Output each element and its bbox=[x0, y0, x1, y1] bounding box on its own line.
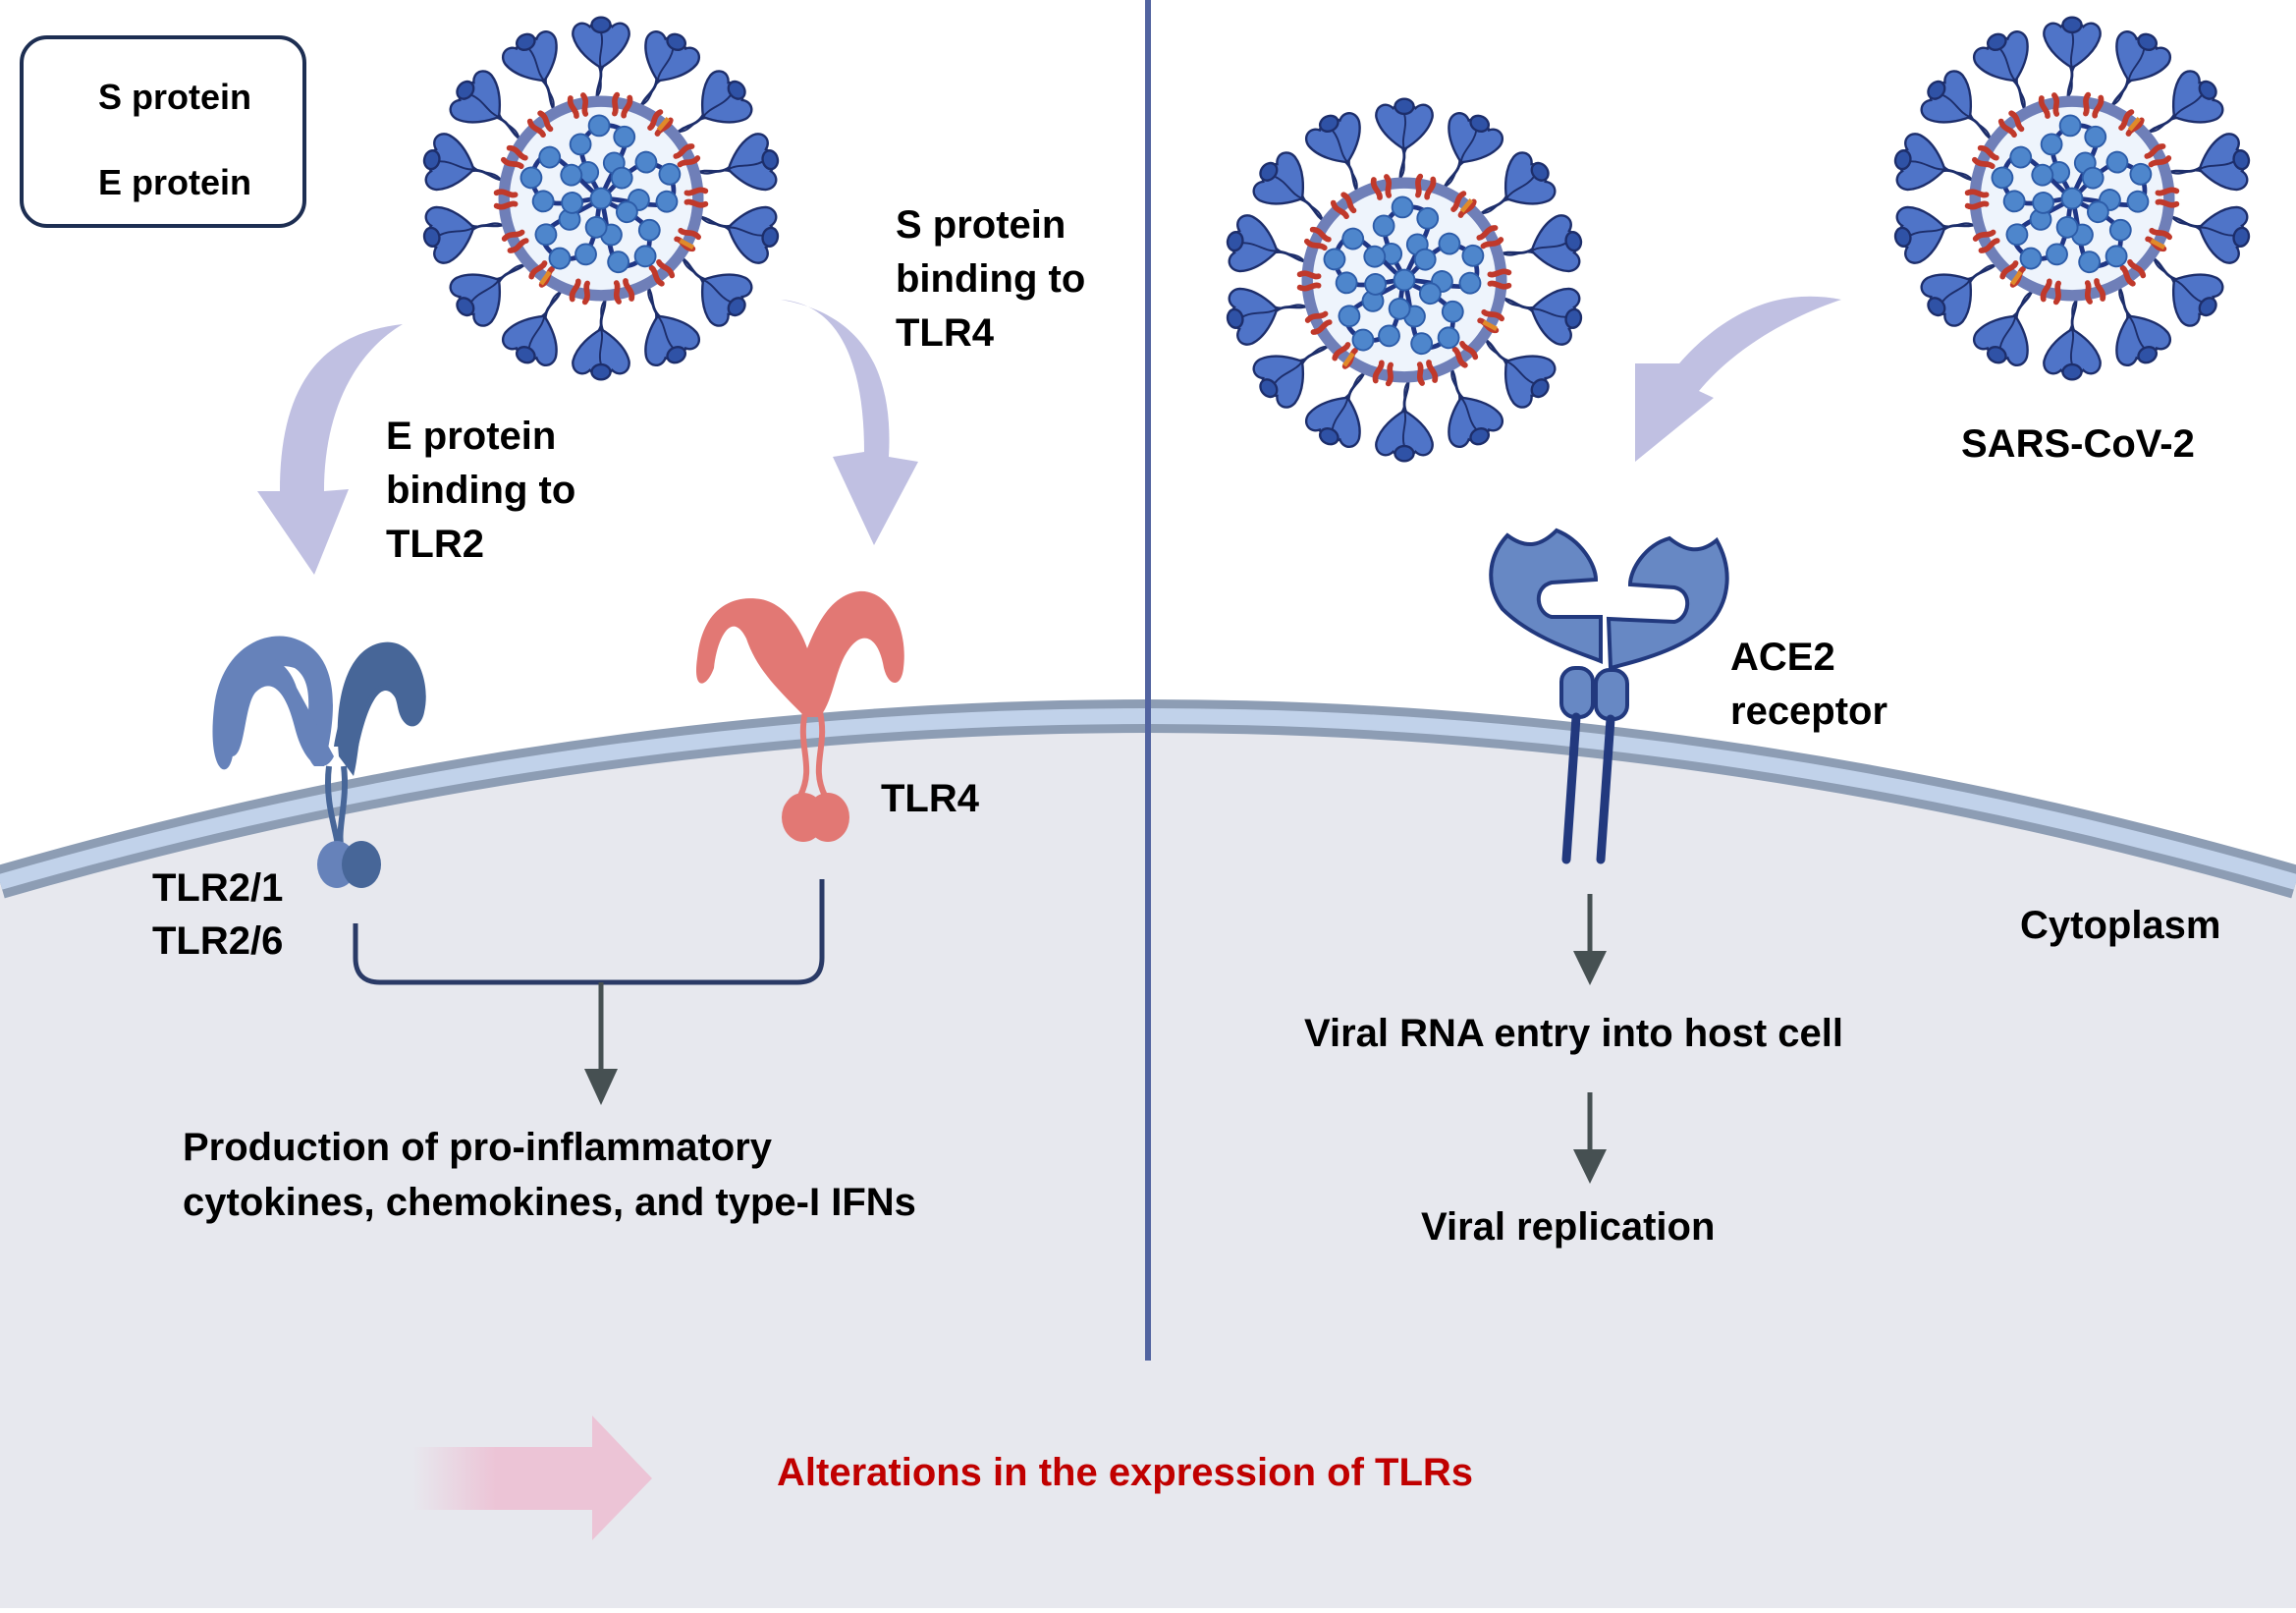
viral-rna-icon bbox=[1991, 114, 2153, 274]
spike-protein-icon bbox=[1374, 377, 1435, 463]
e-protein-icon bbox=[2040, 278, 2061, 306]
e-protein-icon bbox=[1372, 360, 1394, 387]
e-protein-icon bbox=[1304, 310, 1333, 335]
e-protein-icon bbox=[1296, 270, 1322, 292]
e-protein-binding-label: E protein binding to TLR2 bbox=[386, 415, 576, 566]
e-protein-icon bbox=[493, 189, 519, 210]
conclusion-arrow-icon bbox=[412, 1416, 652, 1540]
e-protein-icon bbox=[2084, 278, 2106, 305]
viral-entry-label: Viral RNA entry into host cell bbox=[1304, 1012, 1844, 1055]
e-protein-icon bbox=[1997, 110, 2025, 139]
ace2-receptor-label: ACE2 receptor bbox=[1730, 636, 1888, 733]
e-protein-icon bbox=[1450, 191, 1477, 218]
inflammatory-outcome-label: Production of pro-inflammatory cytokines… bbox=[183, 1126, 916, 1224]
e-protein-icon bbox=[1476, 225, 1504, 250]
s-binding-arrow-icon bbox=[781, 300, 918, 545]
sars-cov-2-virion-icon bbox=[1220, 97, 1589, 463]
e-protein-icon bbox=[526, 110, 554, 139]
tlr-expression-conclusion-label: Alterations in the expression of TLRs bbox=[777, 1451, 1474, 1494]
sars-cov-2-virion-icon bbox=[1887, 16, 2257, 381]
s-protein-binding-label: S protein binding to TLR4 bbox=[896, 203, 1086, 355]
e-protein-icon bbox=[1964, 189, 1990, 210]
e-protein-icon bbox=[1971, 144, 1999, 170]
down-arrow-icon bbox=[1573, 1149, 1607, 1184]
e-protein-icon bbox=[673, 143, 701, 168]
e-protein-icon bbox=[1972, 229, 2000, 253]
tlr2-label: TLR2/1 TLR2/6 bbox=[152, 866, 284, 963]
ace2-receptor-icon bbox=[1489, 528, 1729, 864]
e-protein-icon bbox=[1416, 360, 1439, 386]
e-protein-icon bbox=[2155, 187, 2180, 208]
cytoplasm-label: Cytoplasm bbox=[2020, 904, 2221, 947]
e-protein-icon bbox=[2119, 258, 2147, 287]
e-protein-icon bbox=[648, 258, 676, 287]
e-protein-icon bbox=[2118, 109, 2145, 137]
e-protein-icon bbox=[501, 229, 529, 253]
tlr2-receptor-icon bbox=[212, 636, 426, 888]
tlr4-receptor-icon bbox=[695, 590, 904, 842]
e-protein-icon bbox=[1451, 340, 1479, 368]
e-protein-icon bbox=[683, 187, 709, 208]
e-protein-icon bbox=[647, 109, 674, 137]
viral-rna-icon bbox=[1323, 195, 1485, 356]
e-protein-icon bbox=[2144, 143, 2172, 168]
e-binding-arrow-icon bbox=[257, 324, 403, 575]
spike-protein-icon bbox=[1374, 97, 1435, 183]
down-arrow-icon bbox=[584, 1069, 618, 1105]
e-protein-icon bbox=[567, 92, 589, 119]
ace2-entry-arrow-icon bbox=[1635, 296, 1841, 462]
spike-protein-icon bbox=[2042, 296, 2103, 381]
e-protein-icon bbox=[1415, 173, 1437, 200]
legend-label-s-protein: S protein bbox=[98, 77, 252, 117]
e-protein-icon bbox=[612, 91, 633, 119]
virus-name-label: SARS-CoV-2 bbox=[1961, 422, 2195, 466]
e-protein-icon bbox=[569, 278, 590, 306]
legend-label-e-protein: E protein bbox=[98, 162, 252, 202]
e-protein-icon bbox=[613, 278, 635, 305]
e-protein-icon bbox=[2083, 91, 2105, 119]
down-arrow-icon bbox=[1573, 951, 1607, 985]
viral-replication-label: Viral replication bbox=[1421, 1205, 1716, 1249]
e-protein-icon bbox=[500, 144, 528, 170]
viral-rna-icon bbox=[519, 114, 682, 274]
spike-protein-icon bbox=[571, 296, 631, 381]
spike-protein-icon bbox=[2042, 16, 2103, 101]
e-protein-icon bbox=[1330, 192, 1357, 220]
e-protein-icon bbox=[1487, 268, 1512, 290]
tlr4-label: TLR4 bbox=[881, 777, 979, 820]
spike-protein-icon bbox=[571, 16, 631, 101]
e-protein-icon bbox=[1370, 174, 1393, 200]
e-protein-icon bbox=[2038, 92, 2060, 119]
e-protein-icon bbox=[1303, 226, 1332, 251]
sars-cov-2-virion-icon bbox=[416, 16, 786, 381]
signal-merge-bracket bbox=[353, 879, 825, 985]
legend bbox=[20, 35, 306, 228]
